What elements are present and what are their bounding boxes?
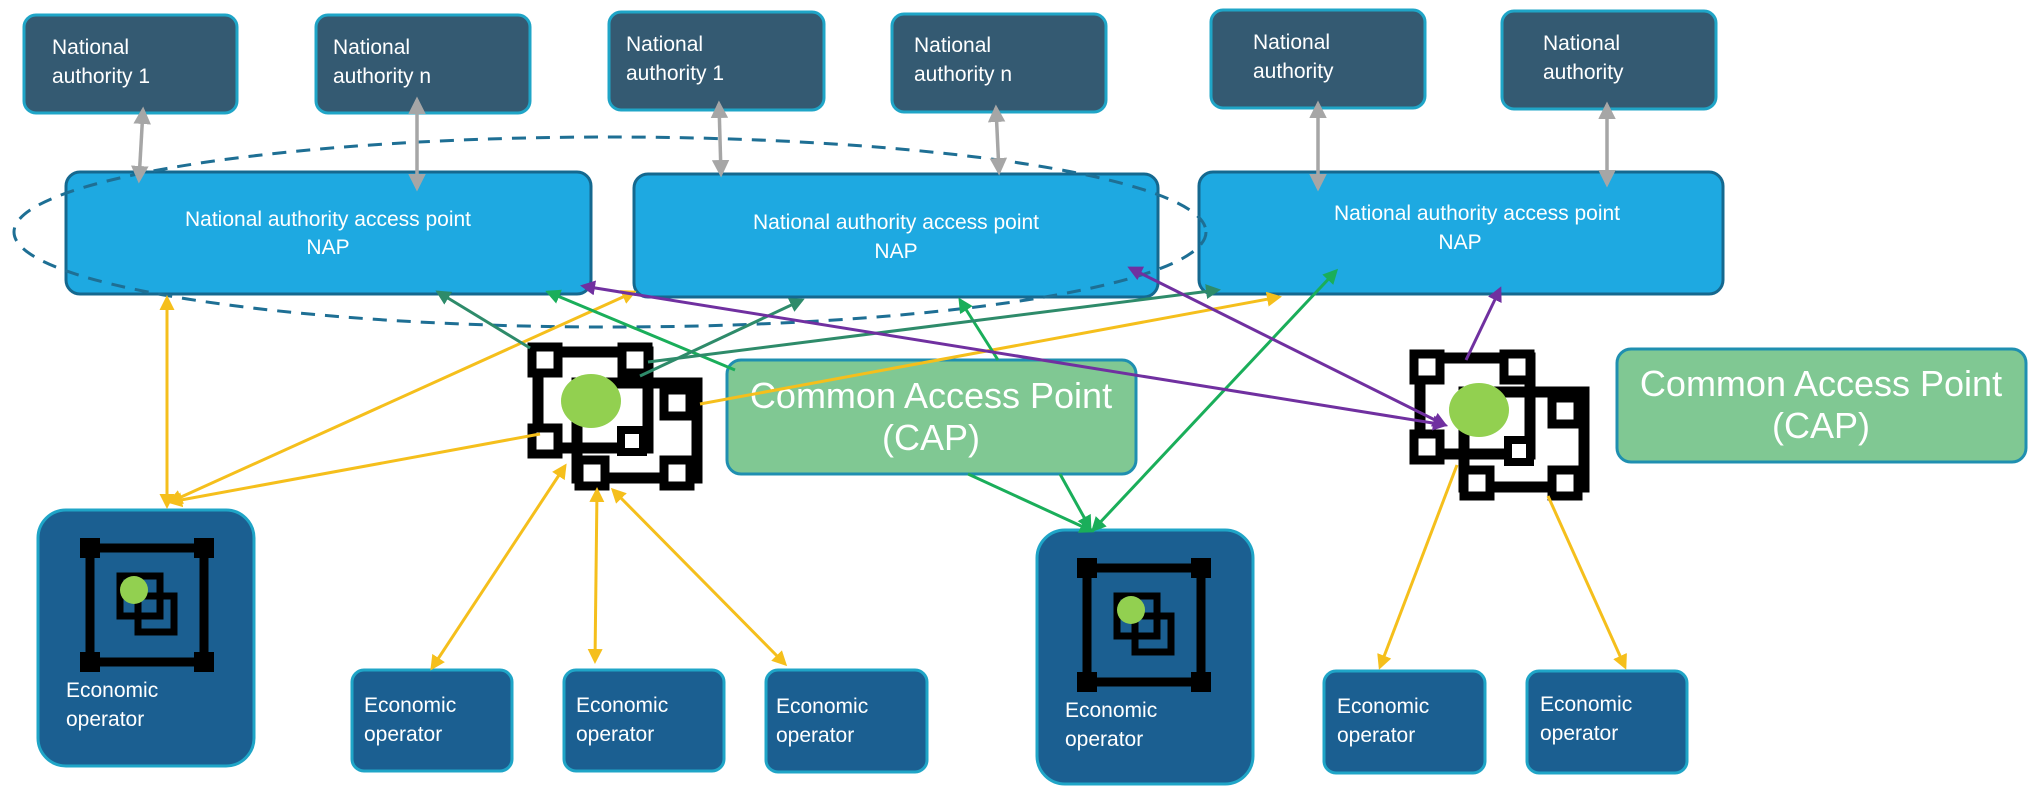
economic-operator-large-box-5: Economic operator (1035, 528, 1255, 786)
authority-label-line1: National (333, 36, 410, 59)
authority-label-line2: authority (1543, 61, 1624, 84)
common-access-point-box-1: Common Access Point (CAP) (725, 358, 1138, 476)
economic-operator-box-7: Economic operator (1525, 669, 1689, 775)
connector-arrow (430, 463, 567, 671)
cap-label-line2: (CAP) (1772, 405, 1870, 446)
operator-label-line2: operator (66, 708, 144, 731)
operator-label-line2: operator (1065, 728, 1143, 751)
authority-label-line1: National (914, 34, 991, 57)
national-authority-box-5: National authority (1209, 8, 1427, 110)
operator-label-line1: Economic (66, 679, 158, 702)
connector-arrow (987, 104, 1008, 176)
connector-arrow (1058, 473, 1092, 531)
operator-label-line1: Economic (1337, 695, 1429, 718)
authority-label-line2: authority n (914, 63, 1012, 86)
nap-label-line1: National authority access point (753, 211, 1039, 234)
common-access-point-box-2: Common Access Point (CAP) (1615, 347, 2028, 464)
operator-label-line1: Economic (776, 695, 868, 718)
nap-label-line2: NAP (306, 236, 349, 259)
operator-label-line2: operator (1540, 722, 1618, 745)
economic-operator-box-3: Economic operator (562, 668, 726, 773)
nap-group-dashed-ellipse (12, 135, 1208, 329)
authority-label-line1: National (52, 36, 129, 59)
economic-operator-large-box-1: Economic operator (36, 508, 256, 768)
authority-label-line1: National (626, 33, 703, 56)
nap-box-1: National authority access point NAP (64, 170, 593, 296)
authority-label-line1: National (1253, 31, 1330, 54)
cap-label-line1: Common Access Point (1640, 363, 2002, 404)
economic-operator-box-2: Economic operator (350, 668, 514, 773)
cap-label-line1: Common Access Point (750, 375, 1112, 416)
nap-box-2: National authority access point NAP (632, 172, 1160, 299)
connector-arrow (167, 290, 637, 504)
operator-connectors-yellow (159, 290, 1627, 671)
authority-label-line2: authority 1 (52, 65, 150, 88)
connector-arrow (1546, 495, 1627, 670)
operator-label-line2: operator (364, 723, 442, 746)
authority-label-line2: authority 1 (626, 62, 724, 85)
connector-arrow (1377, 464, 1459, 670)
national-authority-box-1: National authority 1 (22, 13, 239, 115)
economic-operator-box-4: Economic operator (764, 668, 929, 774)
operator-label-line1: Economic (1065, 699, 1157, 722)
economic-operator-box-6: Economic operator (1322, 669, 1487, 775)
hub-node-icon-1 (527, 342, 703, 491)
connector-arrow (610, 487, 788, 667)
connector-arrow (131, 106, 151, 184)
hub-connectors-purple (580, 266, 1502, 431)
national-authority-box-2: National authority n (314, 13, 532, 115)
national-authority-box-4: National authority n (890, 12, 1108, 114)
nap-label-line1: National authority access point (185, 208, 471, 231)
connector-arrow (710, 100, 730, 178)
nap-label-line2: NAP (874, 240, 917, 263)
connector-arrow (587, 487, 605, 664)
authority-label-line2: authority (1253, 60, 1334, 83)
authority-nap-connectors (131, 96, 1616, 192)
authority-label-line1: National (1543, 32, 1620, 55)
connector-arrow (967, 472, 1095, 533)
nap-label-line1: National authority access point (1334, 202, 1620, 225)
national-authority-box-3: National authority 1 (607, 10, 826, 112)
operator-label-line1: Economic (364, 694, 456, 717)
operator-label-line2: operator (1337, 724, 1415, 747)
operator-node-icon (80, 538, 214, 672)
connector-arrow (167, 432, 541, 508)
connector-arrow (1127, 266, 1448, 427)
operator-node-icon (1077, 558, 1211, 692)
national-authority-box-6: National authority (1500, 9, 1718, 111)
authority-label-line2: authority n (333, 65, 431, 88)
operator-label-line2: operator (776, 724, 854, 747)
operator-label-line2: operator (576, 723, 654, 746)
operator-label-line1: Economic (1540, 693, 1632, 716)
connector-arrow (435, 290, 531, 350)
cap-label-line2: (CAP) (882, 417, 980, 458)
nap-box-3: National authority access point NAP (1197, 170, 1725, 296)
operator-label-line1: Economic (576, 694, 668, 717)
nap-label-line2: NAP (1438, 231, 1481, 254)
connector-arrow (1464, 286, 1502, 361)
